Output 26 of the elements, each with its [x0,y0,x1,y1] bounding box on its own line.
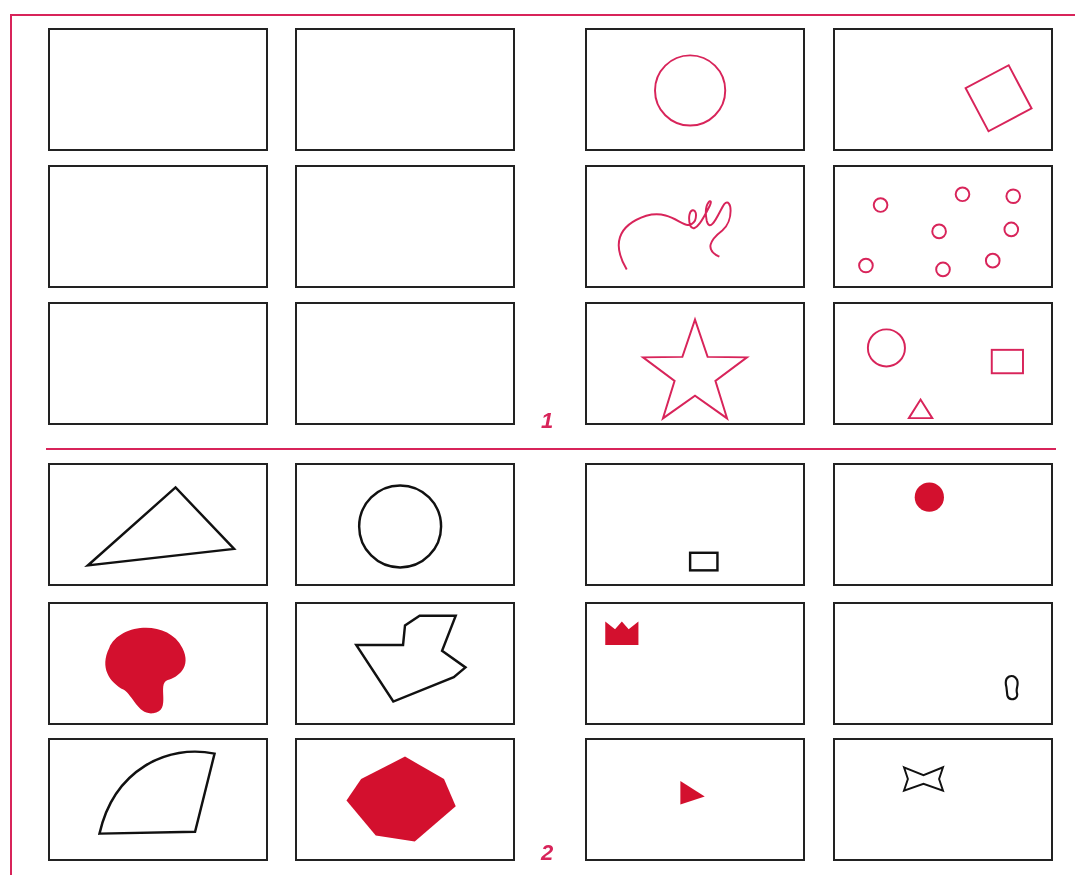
picture-frame [295,28,515,151]
picture-frame [48,302,268,425]
picture-frame [585,738,805,861]
picture-frame [48,738,268,861]
picture-frame [295,602,515,725]
picture-frame [48,463,268,586]
picture-frame [585,165,805,288]
picture-frame [833,738,1053,861]
picture-frame [48,28,268,151]
picture-frame [585,302,805,425]
picture-frame [295,165,515,288]
section-number: 1 [541,410,554,432]
picture-frame [833,302,1053,425]
picture-frame [585,463,805,586]
picture-frame [833,165,1053,288]
picture-frame [833,602,1053,725]
section-number: 2 [541,842,554,864]
picture-frame [833,463,1053,586]
picture-frame [585,602,805,725]
picture-frame [295,738,515,861]
picture-frame [833,28,1053,151]
picture-frame [295,463,515,586]
picture-frame [585,28,805,151]
picture-frame [48,165,268,288]
picture-frame [48,602,268,725]
picture-frame [295,302,515,425]
